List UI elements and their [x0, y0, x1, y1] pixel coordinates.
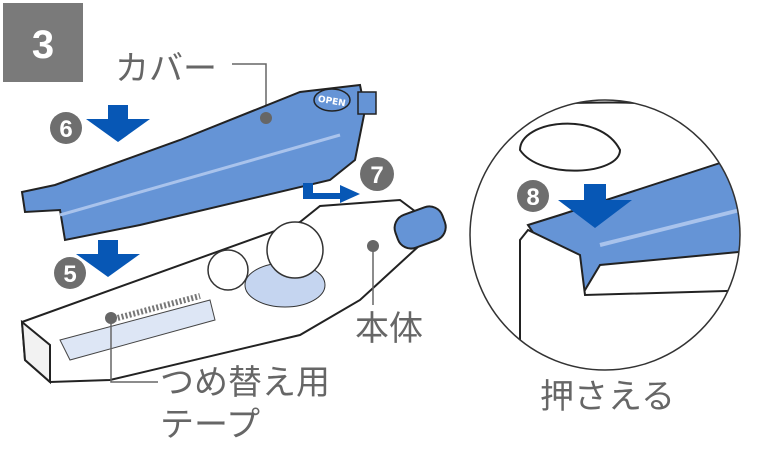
cover-leader-dot	[260, 112, 272, 124]
open-label: OPEN	[317, 95, 346, 110]
refill-label-line1: つめ替え用	[160, 363, 330, 403]
marker-7: 7	[360, 157, 394, 191]
marker-5: 5	[54, 257, 86, 289]
cover-part: OPEN	[20, 83, 377, 242]
svg-text:5: 5	[63, 261, 76, 288]
svg-text:8: 8	[526, 184, 539, 211]
marker-8: 8	[517, 180, 549, 212]
cover-label: カバー	[115, 49, 217, 89]
marker-6: 6	[50, 112, 82, 144]
step-number: 3	[32, 23, 54, 67]
arrow-down-icon	[86, 105, 150, 142]
body-label: 本体	[355, 309, 423, 349]
refill-label-line2: テープ	[160, 405, 260, 445]
cover-leader-line	[232, 63, 267, 118]
arrow-down-icon	[76, 240, 140, 277]
press-label: 押さえる	[540, 377, 675, 417]
step-badge: 3	[3, 3, 83, 82]
arrow-slide-icon	[303, 183, 360, 203]
detail-zoom-circle	[469, 99, 741, 371]
tape-body	[20, 198, 447, 385]
svg-text:7: 7	[370, 162, 383, 189]
svg-text:6: 6	[59, 116, 72, 143]
arrow-press-icon	[558, 184, 632, 228]
